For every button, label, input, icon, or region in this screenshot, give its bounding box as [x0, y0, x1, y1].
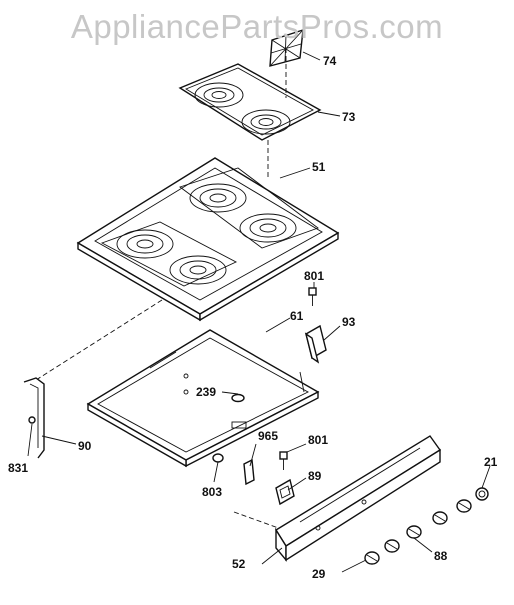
alignment-line-panel [233, 511, 285, 531]
part-73-burner-plate [178, 63, 322, 141]
callout-29: 29 [312, 567, 326, 581]
callout-88: 88 [434, 549, 448, 563]
callout-89: 89 [308, 469, 322, 483]
callout-90: 90 [78, 439, 92, 453]
part-801-screw-top [308, 287, 317, 306]
part-803-grommet [212, 453, 224, 463]
callout-61: 61 [290, 309, 304, 323]
part-88-knobs [384, 499, 472, 553]
alignment-line-top [267, 48, 287, 180]
callout-801-top: 801 [304, 269, 324, 283]
callout-74: 74 [323, 54, 337, 68]
callout-51: 51 [312, 160, 326, 174]
callout-52: 52 [232, 557, 246, 571]
part-21-knob [475, 487, 489, 501]
callout-803: 803 [202, 485, 222, 499]
part-52-control-panel [275, 435, 442, 562]
part-831-screw [28, 416, 36, 424]
part-239-hole-plug [231, 393, 245, 403]
part-801-screw-bottom [279, 451, 288, 470]
part-51-cooktop [76, 157, 340, 322]
callout-801-bottom: 801 [308, 433, 328, 447]
alignment-line-rod [35, 299, 163, 381]
callout-965: 965 [258, 429, 278, 443]
callout-21: 21 [484, 455, 498, 469]
callout-73: 73 [342, 110, 356, 124]
part-61-burner-box [86, 329, 320, 468]
leader-lines [27, 51, 491, 573]
callout-239: 239 [196, 385, 216, 399]
part-89-switch [275, 478, 295, 506]
callout-93: 93 [342, 315, 356, 329]
part-965-clip [243, 458, 255, 486]
part-93-bracket [304, 324, 327, 364]
part-29-knob [364, 551, 380, 565]
watermark: AppliancePartsPros.com [70, 8, 444, 45]
callout-831: 831 [8, 461, 28, 475]
